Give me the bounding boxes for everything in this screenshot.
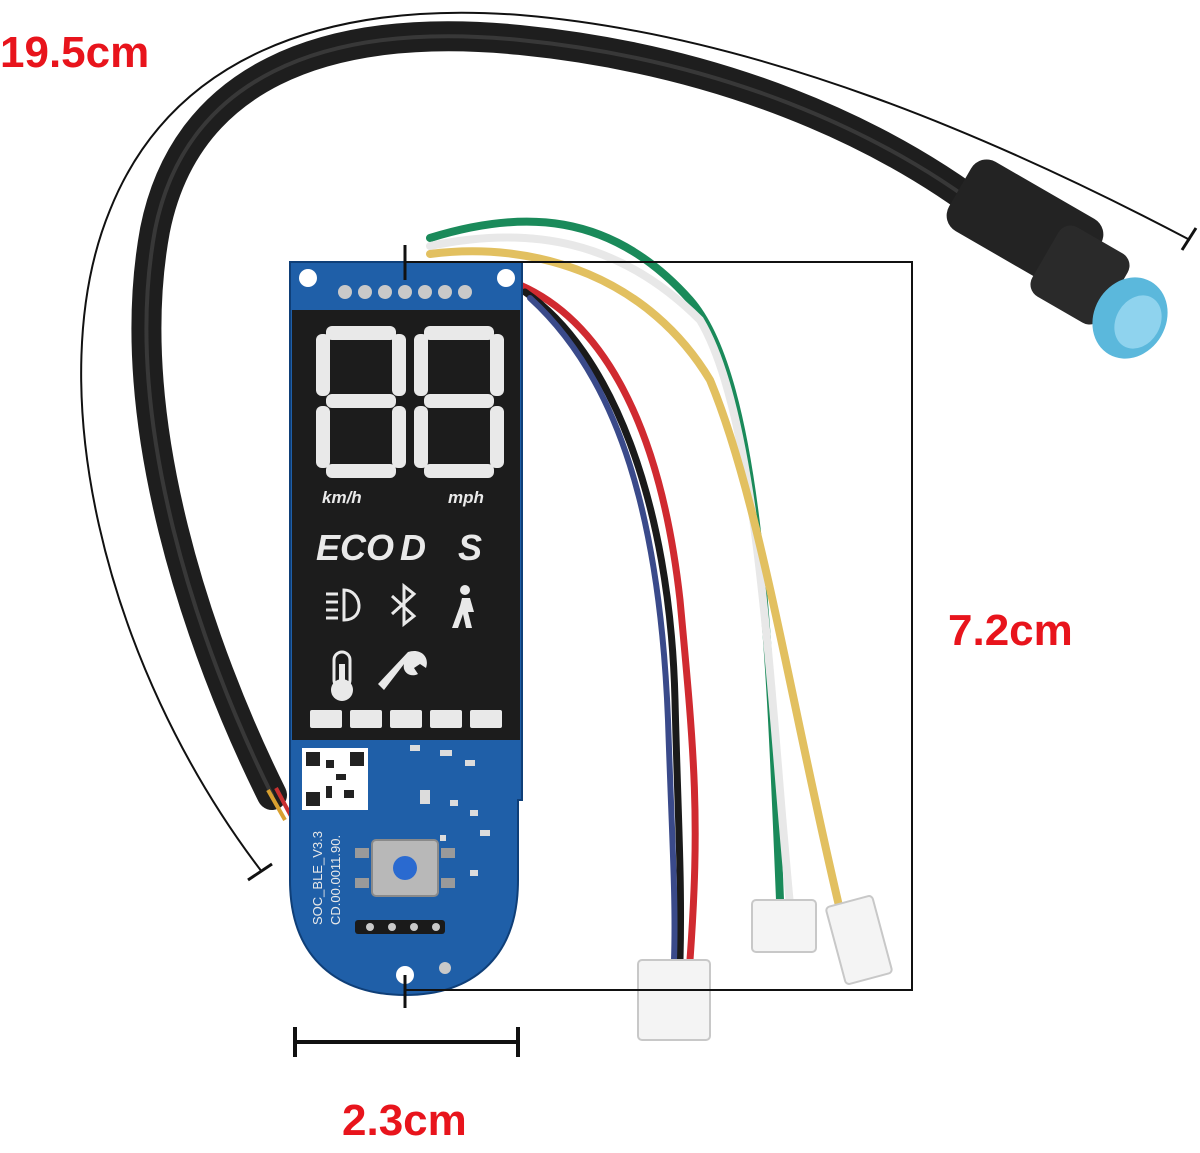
cable-length-line [80, 11, 1191, 873]
board-height-line [405, 261, 913, 991]
mode-eco: ECO [316, 527, 394, 568]
board-height-label: 7.2cm [948, 606, 1073, 655]
qr-code [302, 748, 368, 810]
dimension-lines [80, 11, 1198, 1057]
cable-connector [946, 159, 1168, 359]
main-cable [131, 21, 1005, 821]
smd-components [410, 745, 490, 876]
thermometer-icon [331, 650, 353, 701]
unit-kmh: km/h [322, 488, 362, 507]
mode-s: S [458, 527, 482, 568]
mode-d: D [400, 527, 426, 568]
lcd-display: km/h mph ECO D S [292, 310, 520, 740]
colored-wires [426, 217, 844, 964]
unit-mph: mph [448, 488, 484, 507]
pcb-model-text-2: CD.00.0011.90. [328, 835, 343, 925]
cable-length-label: 19.5cm [0, 28, 150, 77]
wrench-icon [378, 650, 427, 690]
walk-mode-icon [452, 585, 474, 628]
pcb-model-text-1: SOC_BLE_V3.3 [310, 831, 325, 925]
wire-plugs [637, 895, 893, 1041]
bottom-pins [355, 920, 445, 934]
header-pins [338, 285, 472, 299]
board-width-label: 2.3cm [342, 1096, 467, 1145]
headlight-icon [326, 588, 361, 622]
bluetooth-icon [390, 582, 417, 628]
speed-digits [316, 326, 504, 478]
battery-bars [310, 710, 502, 728]
push-button [355, 839, 455, 897]
